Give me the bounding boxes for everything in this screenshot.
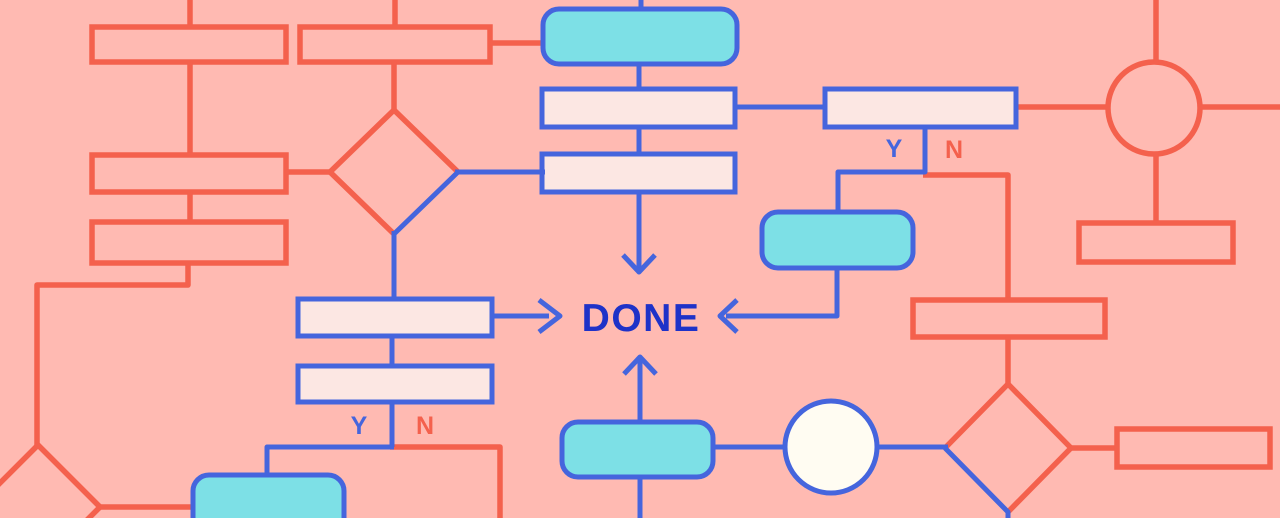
process-box [910, 297, 1108, 340]
yes-label-bottom: Y [351, 412, 368, 440]
blue-flow-network [190, 0, 1019, 518]
no-label-top: N [945, 136, 963, 164]
connector-circle [1105, 59, 1203, 157]
terminator-box [540, 6, 740, 67]
no-branch-elbow [923, 172, 1011, 302]
process-box [1076, 220, 1236, 265]
process-box [539, 151, 738, 195]
terminator-box [759, 209, 916, 271]
yes-branch-elbow [835, 127, 928, 215]
decision-diamond [943, 381, 1074, 514]
process-box [822, 86, 1019, 130]
process-box [1114, 426, 1273, 470]
done-label: DONE [582, 297, 701, 340]
no-branch-elbow [390, 444, 503, 518]
process-box [89, 24, 289, 65]
connector-circle [782, 398, 880, 496]
arrow-head-right [537, 298, 563, 334]
process-box [295, 296, 495, 339]
process-box [89, 152, 289, 195]
decision-diamond [0, 442, 103, 518]
connector-elbow [34, 263, 191, 447]
arrow-head-left [717, 298, 739, 334]
process-box [89, 219, 289, 266]
arrow-head-up [622, 354, 658, 376]
process-box [539, 86, 738, 130]
terminator-box [190, 472, 347, 518]
no-label-bottom: N [416, 412, 434, 440]
arrow-head-down [621, 253, 657, 275]
process-box [297, 24, 493, 65]
process-box [295, 363, 495, 405]
terminator-box [559, 419, 716, 480]
arrow-shaft-left [726, 268, 840, 319]
decision-diamond [328, 107, 460, 236]
diamond-blue-edge [943, 446, 1011, 518]
yes-branch-elbow [264, 444, 394, 478]
yes-label-top: Y [886, 135, 903, 163]
diamond-blue-edge [392, 170, 460, 236]
